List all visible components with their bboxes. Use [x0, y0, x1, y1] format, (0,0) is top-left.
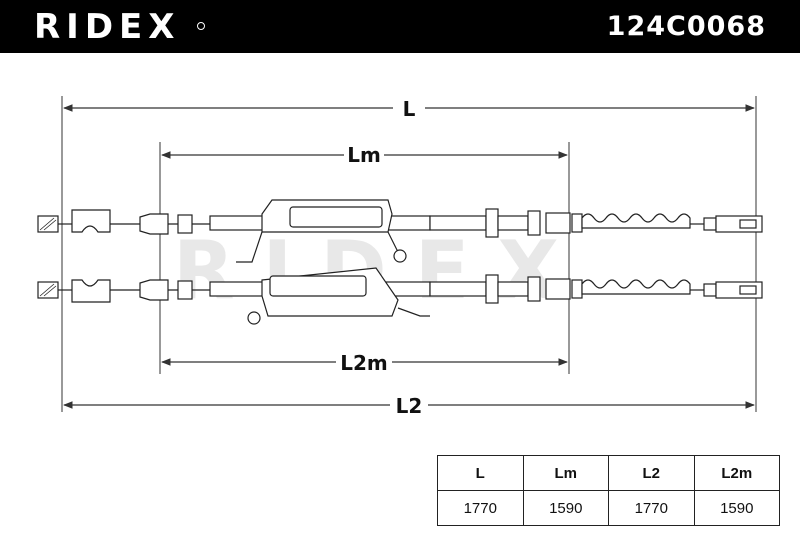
dimensions-table: L Lm L2 L2m 1770 1590 1770 1590	[437, 455, 780, 526]
dimension-label-L: L	[403, 97, 416, 121]
mounting-bracket	[71, 209, 111, 233]
sleeve-fitting	[139, 279, 169, 301]
extension-lines	[61, 96, 757, 412]
table-header-cell: L	[437, 455, 524, 491]
registered-mark-icon	[197, 22, 205, 30]
dimension-Lm: Lm	[161, 143, 568, 167]
table-cell: 1770	[608, 490, 695, 526]
brand-logo: RIDEX	[34, 7, 181, 47]
table-header-cell: Lm	[522, 455, 609, 491]
clip-screw-icon	[393, 249, 407, 263]
nipple-hatching	[39, 217, 57, 297]
clip-screw-icon	[247, 311, 261, 325]
header-bar: RIDEX 124C0068	[0, 0, 800, 53]
table-header-row: L Lm L2 L2m	[437, 455, 780, 491]
dimension-label-Lm: Lm	[347, 143, 381, 167]
adjuster-nut	[485, 274, 499, 304]
cable-upper	[37, 199, 763, 263]
dimension-L2: L2	[63, 393, 755, 418]
table-cell: 1590	[522, 490, 609, 526]
table-header-cell: L2	[608, 455, 695, 491]
table-header-cell: L2m	[693, 455, 780, 491]
adjuster-nut	[485, 208, 499, 238]
part-number: 124C0068	[606, 11, 766, 42]
table-cell: 1770	[437, 490, 524, 526]
return-spring	[581, 279, 691, 295]
dimension-L2m: L2m	[161, 350, 568, 375]
dimension-label-L2: L2	[396, 394, 423, 418]
sleeve-fitting	[139, 213, 169, 235]
return-spring	[581, 213, 691, 229]
dimension-label-L2m: L2m	[340, 351, 388, 375]
table-cell: 1590	[693, 490, 780, 526]
table-row: 1770 1590 1770 1590	[437, 490, 780, 526]
dimension-L: L	[63, 96, 755, 121]
mounting-bracket	[71, 279, 111, 303]
cable-drawing: RIDEX L Lm L2m L2	[37, 96, 763, 418]
cable-lower	[37, 267, 763, 325]
